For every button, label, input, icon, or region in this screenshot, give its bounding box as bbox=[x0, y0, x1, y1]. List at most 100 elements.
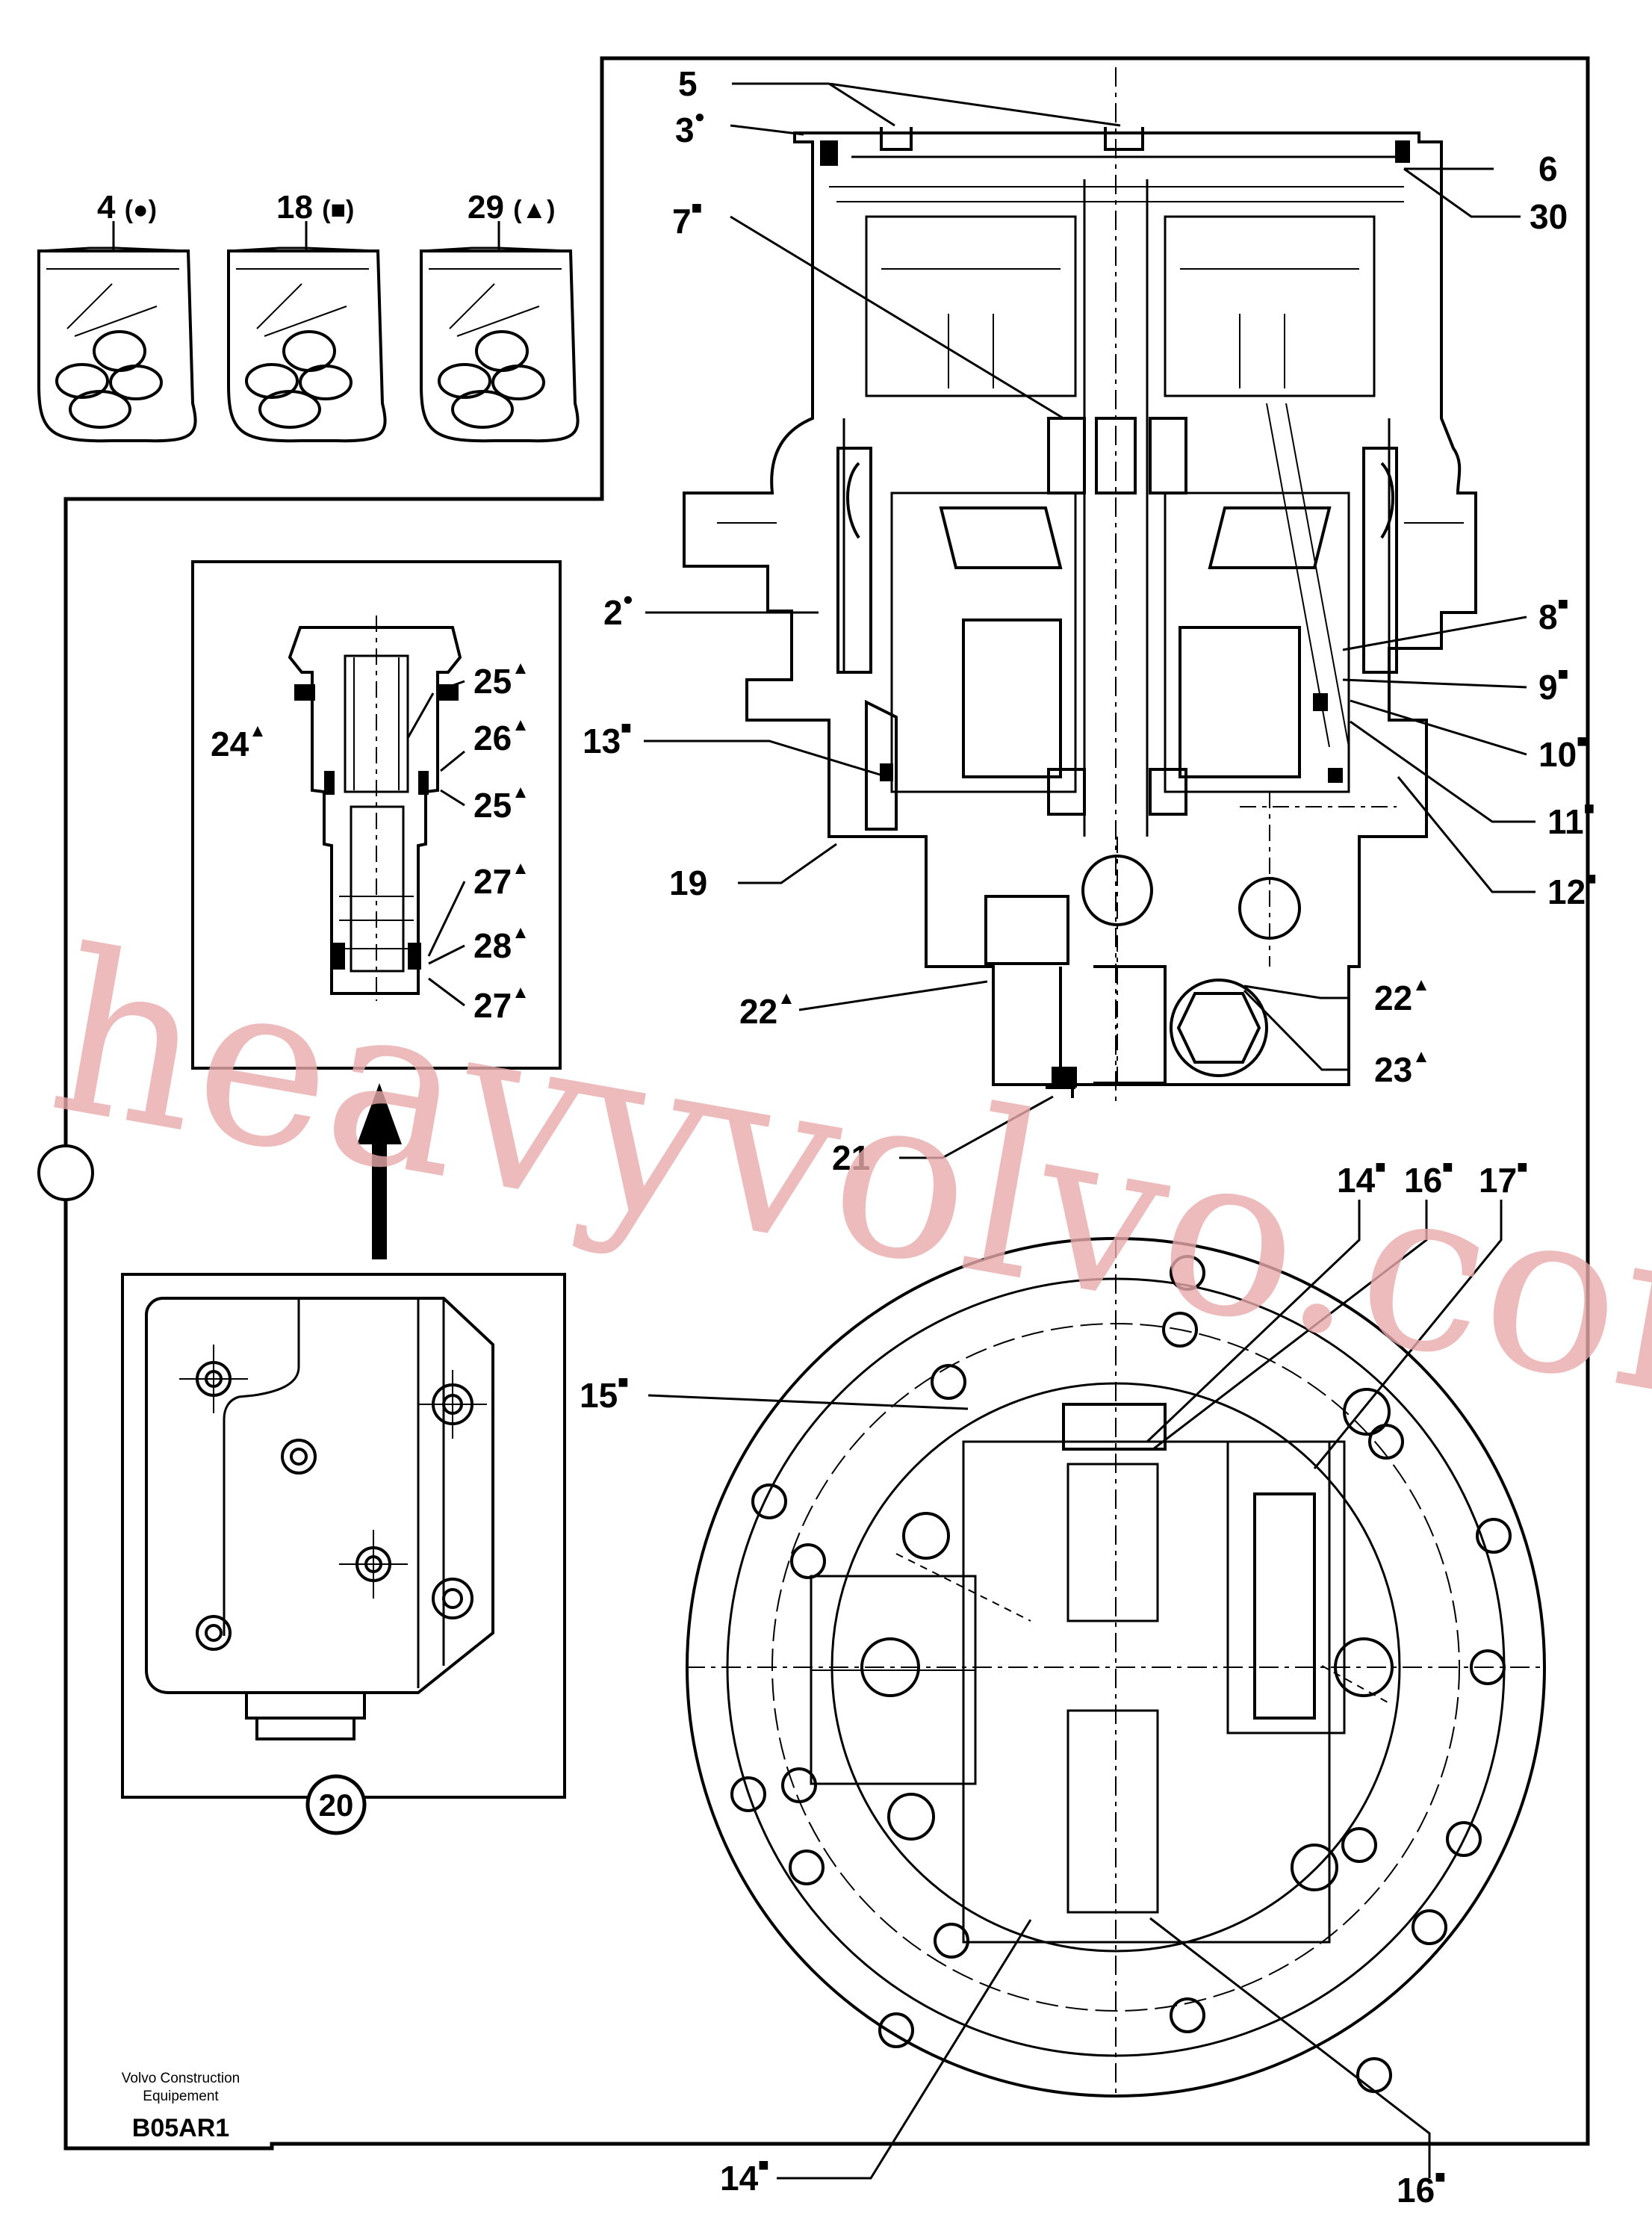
callout-14-top-mark: ■ bbox=[1375, 1157, 1386, 1177]
svg-text:27▲: 27▲ bbox=[473, 858, 530, 901]
callout-15: 15 bbox=[580, 1376, 618, 1415]
callout-16-bottom: 16 bbox=[1397, 2171, 1435, 2210]
callout-22-left: 22 bbox=[739, 992, 777, 1031]
callout-13-mark: ■ bbox=[621, 718, 632, 738]
callout-23: 23 bbox=[1374, 1050, 1412, 1089]
svg-text:9■: 9■ bbox=[1538, 664, 1568, 707]
bag-3-mark: (▲) bbox=[513, 196, 555, 224]
callout-11-mark: ■ bbox=[1584, 799, 1595, 819]
part-20-label: 20 bbox=[319, 1788, 354, 1823]
callout-25-bottom: 25 bbox=[473, 786, 512, 825]
svg-text:22▲: 22▲ bbox=[1374, 975, 1430, 1017]
svg-text:11■: 11■ bbox=[1547, 799, 1594, 841]
part-20-circle bbox=[305, 1774, 367, 1835]
callout-13: 13 bbox=[583, 722, 621, 760]
callout-6: 6 bbox=[1538, 149, 1558, 188]
motor-section-view bbox=[683, 67, 1477, 1106]
svg-text:17■: 17■ bbox=[1479, 1157, 1528, 1200]
callout-15-mark: ■ bbox=[618, 1372, 629, 1392]
callout-24-mark: ▲ bbox=[249, 721, 267, 741]
svg-text:23▲: 23▲ bbox=[1374, 1047, 1430, 1089]
bag-1 bbox=[37, 247, 197, 443]
svg-text:14■: 14■ bbox=[720, 2155, 769, 2198]
bag-group bbox=[37, 221, 580, 443]
credit-line-2: Equipement bbox=[143, 2089, 219, 2104]
motor-end-view bbox=[686, 1237, 1546, 2098]
callout-12: 12 bbox=[1547, 872, 1586, 911]
svg-text:22▲: 22▲ bbox=[739, 988, 795, 1031]
credit-line-1: Volvo Construction bbox=[122, 2071, 240, 2086]
callout-7-mark: ■ bbox=[692, 198, 703, 218]
svg-text:2●: 2● bbox=[603, 589, 633, 632]
svg-text:25▲: 25▲ bbox=[473, 658, 530, 701]
svg-text:24▲: 24▲ bbox=[211, 721, 267, 763]
valve-block-inset bbox=[121, 1273, 566, 1799]
callout-7: 7 bbox=[672, 202, 692, 241]
callout-23-mark: ▲ bbox=[1412, 1047, 1430, 1067]
callout-11: 11 bbox=[1547, 802, 1584, 841]
callout-9-mark: ■ bbox=[1558, 664, 1569, 684]
callout-12-mark: ■ bbox=[1586, 869, 1597, 889]
callout-14-top: 14 bbox=[1337, 1161, 1376, 1200]
callout-30: 30 bbox=[1530, 197, 1568, 236]
leader-lines bbox=[406, 82, 1535, 2180]
callout-27-bottom-mark: ▲ bbox=[512, 982, 530, 1002]
callout-21: 21 bbox=[832, 1138, 870, 1177]
callout-14-bottom-mark: ■ bbox=[758, 2155, 769, 2175]
callout-26-mark: ▲ bbox=[512, 715, 530, 735]
callout-26: 26 bbox=[473, 719, 512, 757]
callout-16-top: 16 bbox=[1404, 1161, 1442, 1200]
callout-8: 8 bbox=[1538, 598, 1558, 636]
svg-text:13■: 13■ bbox=[583, 718, 632, 760]
diagram-border bbox=[63, 56, 1590, 2151]
bag-1-number: 4 bbox=[97, 189, 116, 226]
svg-text:3●: 3● bbox=[675, 107, 705, 149]
bag-1-mark: (●) bbox=[125, 196, 157, 224]
svg-text:12■: 12■ bbox=[1547, 869, 1597, 911]
svg-text:14■: 14■ bbox=[1337, 1157, 1386, 1200]
svg-text:26▲: 26▲ bbox=[473, 715, 530, 757]
callout-28-mark: ▲ bbox=[512, 923, 530, 943]
callout-17-mark: ■ bbox=[1517, 1157, 1528, 1177]
callout-14-bottom: 14 bbox=[720, 2159, 759, 2198]
callout-25-top-mark: ▲ bbox=[512, 658, 530, 678]
callout-16-bottom-mark: ■ bbox=[1435, 2167, 1446, 2187]
callout-16-top-mark: ■ bbox=[1442, 1157, 1453, 1177]
callout-5: 5 bbox=[678, 64, 698, 103]
svg-text:29 (▲): 29 (▲) bbox=[468, 189, 555, 226]
svg-text:25▲: 25▲ bbox=[473, 782, 530, 825]
svg-text:21: 21 bbox=[832, 1138, 870, 1177]
bag-3-number: 29 bbox=[468, 189, 504, 226]
callout-3-mark: ● bbox=[695, 107, 706, 127]
svg-text:30: 30 bbox=[1530, 197, 1568, 236]
callout-24: 24 bbox=[211, 725, 249, 763]
callout-8-mark: ■ bbox=[1558, 594, 1569, 614]
svg-text:27▲: 27▲ bbox=[473, 982, 530, 1025]
callout-22-left-mark: ▲ bbox=[777, 988, 795, 1008]
callout-28: 28 bbox=[473, 926, 512, 965]
callout-17: 17 bbox=[1479, 1161, 1517, 1200]
svg-text:16■: 16■ bbox=[1404, 1157, 1453, 1200]
bag-2-mark: (■) bbox=[322, 196, 354, 224]
svg-text:15■: 15■ bbox=[580, 1372, 629, 1415]
view-arrow bbox=[357, 1083, 402, 1259]
callout-9: 9 bbox=[1538, 668, 1558, 707]
callout-10: 10 bbox=[1538, 735, 1577, 774]
callout-25-top: 25 bbox=[473, 662, 512, 701]
callout-19: 19 bbox=[669, 864, 707, 902]
svg-text:10■: 10■ bbox=[1538, 731, 1588, 774]
end-view-bolts bbox=[730, 1255, 1512, 2093]
callout-10-mark: ■ bbox=[1577, 731, 1588, 751]
bag-2-number: 18 bbox=[276, 189, 313, 226]
svg-text:5: 5 bbox=[678, 64, 698, 103]
callout-3: 3 bbox=[675, 111, 695, 149]
svg-text:18 (■): 18 (■) bbox=[276, 189, 354, 226]
svg-text:28▲: 28▲ bbox=[473, 923, 530, 965]
bag-leader-lines bbox=[112, 221, 500, 251]
drawing-code: B05AR1 bbox=[132, 2114, 229, 2142]
callout-27-top-mark: ▲ bbox=[512, 858, 530, 878]
cartridge-inset bbox=[191, 560, 562, 1070]
svg-text:7■: 7■ bbox=[672, 198, 702, 241]
callout-27-top: 27 bbox=[473, 862, 512, 901]
